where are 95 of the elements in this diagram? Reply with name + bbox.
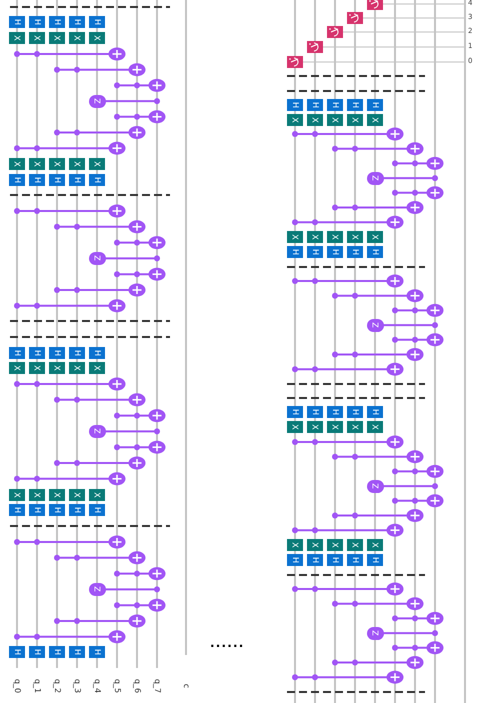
- gate-box: X: [347, 539, 363, 551]
- wire-label: q_4: [93, 678, 101, 694]
- gate-box: X: [307, 231, 323, 243]
- gate-box: X: [287, 114, 303, 126]
- gate-box: X: [307, 539, 323, 551]
- gate-box: X: [327, 421, 343, 433]
- gate-box: X: [49, 158, 65, 170]
- gate-box: X: [89, 362, 105, 374]
- gate-box: X: [69, 158, 85, 170]
- gate-box: X: [327, 539, 343, 551]
- gate-box: X: [367, 421, 383, 433]
- gate-box: X: [89, 489, 105, 501]
- gate-box: X: [307, 114, 323, 126]
- gate-box: X: [9, 489, 25, 501]
- gate-box: X: [367, 231, 383, 243]
- gate-box: H: [367, 99, 383, 111]
- gate-box: X: [29, 362, 45, 374]
- gate-box: H: [89, 347, 105, 359]
- gate-box: H: [307, 406, 323, 418]
- gate-box: H: [9, 16, 25, 28]
- gate-box: H: [29, 16, 45, 28]
- wire-label: q_1: [33, 678, 41, 694]
- gate-box: H: [49, 347, 65, 359]
- gate-box: X: [347, 114, 363, 126]
- gate-box: H: [347, 554, 363, 566]
- gate-box: H: [89, 16, 105, 28]
- gate-box: X: [9, 158, 25, 170]
- gate-box: H: [327, 554, 343, 566]
- gate-box: X: [327, 231, 343, 243]
- gate-box: H: [327, 406, 343, 418]
- gate-box: X: [69, 489, 85, 501]
- gate-box: H: [29, 504, 45, 516]
- gate-box: H: [287, 554, 303, 566]
- gate-box: H: [69, 174, 85, 186]
- gate-box: H: [69, 504, 85, 516]
- wire-label: q_5: [113, 678, 121, 694]
- gate-box: X: [307, 421, 323, 433]
- gate-box: H: [347, 99, 363, 111]
- gate-box: X: [49, 362, 65, 374]
- gate-box: H: [9, 347, 25, 359]
- gate-box: H: [29, 347, 45, 359]
- gate-box: X: [89, 158, 105, 170]
- gate-box: H: [347, 406, 363, 418]
- gate-box: X: [367, 539, 383, 551]
- gate-box: X: [9, 32, 25, 44]
- gate-box: H: [89, 504, 105, 516]
- wire-label: c: [182, 684, 190, 688]
- gate-box: X: [367, 114, 383, 126]
- gate-box: H: [49, 16, 65, 28]
- gate-box: X: [327, 114, 343, 126]
- gate-box: X: [29, 158, 45, 170]
- gate-box: H: [307, 246, 323, 258]
- gate-box: H: [49, 646, 65, 658]
- gate-box: H: [69, 646, 85, 658]
- gate-box: H: [327, 99, 343, 111]
- gate-box: H: [89, 174, 105, 186]
- gate-box: H: [287, 406, 303, 418]
- gate-box: X: [69, 32, 85, 44]
- gate-box: X: [69, 362, 85, 374]
- gate-box: H: [89, 646, 105, 658]
- gate-box: H: [9, 174, 25, 186]
- gate-box: X: [287, 231, 303, 243]
- gate-box: X: [49, 489, 65, 501]
- gate-box: H: [367, 246, 383, 258]
- gate-box: H: [307, 554, 323, 566]
- gate-box: H: [49, 174, 65, 186]
- gate-box: H: [327, 246, 343, 258]
- wire-label: q_3: [73, 678, 81, 694]
- gate-box: H: [29, 646, 45, 658]
- gate-box: H: [9, 646, 25, 658]
- wire-label: q_7: [153, 678, 161, 694]
- gate-box: H: [287, 99, 303, 111]
- gate-box: H: [307, 99, 323, 111]
- gate-box: X: [49, 32, 65, 44]
- gate-box: X: [287, 539, 303, 551]
- gate-box: X: [287, 421, 303, 433]
- gate-box: X: [347, 231, 363, 243]
- wire-label: q_6: [133, 678, 141, 694]
- gate-box: X: [347, 421, 363, 433]
- wire-label: q_2: [53, 678, 61, 694]
- gate-box: H: [9, 504, 25, 516]
- gate-box: X: [29, 32, 45, 44]
- gate-box: H: [69, 347, 85, 359]
- wire-label: q_0: [13, 678, 21, 694]
- gate-box: X: [89, 32, 105, 44]
- gate-box: X: [29, 489, 45, 501]
- gate-box: H: [49, 504, 65, 516]
- gate-box: H: [367, 406, 383, 418]
- gate-box: H: [347, 246, 363, 258]
- gate-box: H: [29, 174, 45, 186]
- gate-box: H: [69, 16, 85, 28]
- gate-box: H: [367, 554, 383, 566]
- ellipsis-label: ......: [210, 635, 245, 652]
- gate-box: X: [9, 362, 25, 374]
- gate-box: H: [287, 246, 303, 258]
